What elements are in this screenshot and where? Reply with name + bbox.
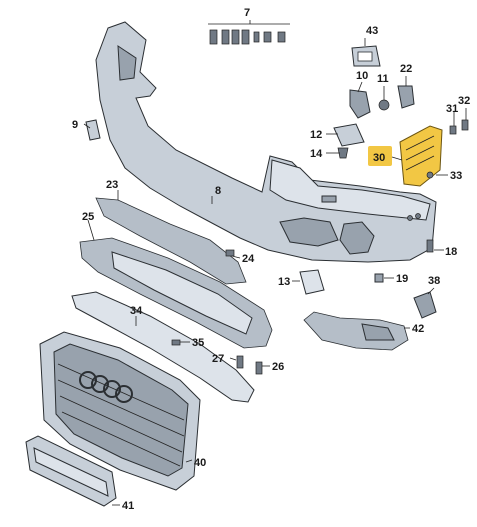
label-14: 14 [310, 148, 323, 160]
licence-plate-base-part [25, 435, 117, 507]
bracket-part-30 [399, 125, 443, 187]
screw-part-24 [225, 249, 235, 257]
label-7: 7 [244, 7, 250, 19]
label-24: 24 [242, 253, 255, 265]
screw-part-27 [236, 355, 244, 369]
nut-part-33 [426, 171, 434, 179]
screw-part-18 [426, 239, 434, 253]
clip-part-9 [85, 119, 101, 141]
sensor-holder-part-22 [397, 85, 415, 109]
label-11: 11 [377, 73, 389, 85]
label-8: 8 [215, 185, 221, 197]
trim-part-12 [333, 123, 365, 147]
clip-part-14 [337, 147, 349, 159]
label-23: 23 [106, 179, 118, 191]
four-ring-emblem [79, 371, 133, 403]
label-38: 38 [428, 275, 440, 287]
side-grille-part [303, 311, 409, 351]
label-19: 19 [396, 273, 408, 285]
label-10: 10 [356, 70, 368, 82]
label-26: 26 [272, 361, 284, 373]
label-41: 41 [122, 500, 134, 512]
cap-part-13 [299, 269, 325, 295]
bolt-part-32 [461, 119, 469, 131]
label-43: 43 [366, 25, 378, 37]
bracket-part-43 [351, 45, 381, 67]
fastener-set-part-7 [209, 29, 286, 45]
label-25: 25 [82, 211, 94, 223]
air-guide-part-23 [95, 197, 247, 285]
label-27: 27 [212, 353, 224, 365]
callout-labels: 7 43 10 11 22 32 31 9 12 14 30 33 23 8 2… [72, 7, 470, 512]
label-34: 34 [130, 305, 143, 317]
label-35: 35 [192, 337, 204, 349]
screw-part-26 [255, 361, 263, 375]
label-30: 30 [373, 152, 385, 164]
label-18: 18 [445, 246, 457, 258]
lower-trim-strip-part [71, 291, 255, 403]
bolt-part-31 [449, 125, 457, 135]
front-grille-part [39, 331, 201, 491]
label-40: 40 [194, 457, 206, 469]
label-22: 22 [400, 63, 412, 75]
clip-part-19 [374, 273, 384, 283]
label-13: 13 [278, 276, 290, 288]
label-31: 31 [446, 103, 458, 115]
label-32: 32 [458, 95, 470, 107]
washer-part-11 [378, 99, 390, 111]
label-30-highlight [368, 146, 392, 166]
leader-lines [83, 20, 467, 506]
bumper-cover-part [95, 21, 437, 263]
grille-slats [57, 363, 185, 467]
label-42: 42 [412, 323, 424, 335]
screw-part-35 [171, 339, 181, 346]
bracket-part-10 [349, 89, 371, 119]
cover-part-38 [413, 291, 437, 319]
label-9: 9 [72, 119, 78, 131]
label-33: 33 [450, 170, 462, 182]
label-12: 12 [310, 129, 322, 141]
air-guide-part-25 [79, 237, 273, 349]
